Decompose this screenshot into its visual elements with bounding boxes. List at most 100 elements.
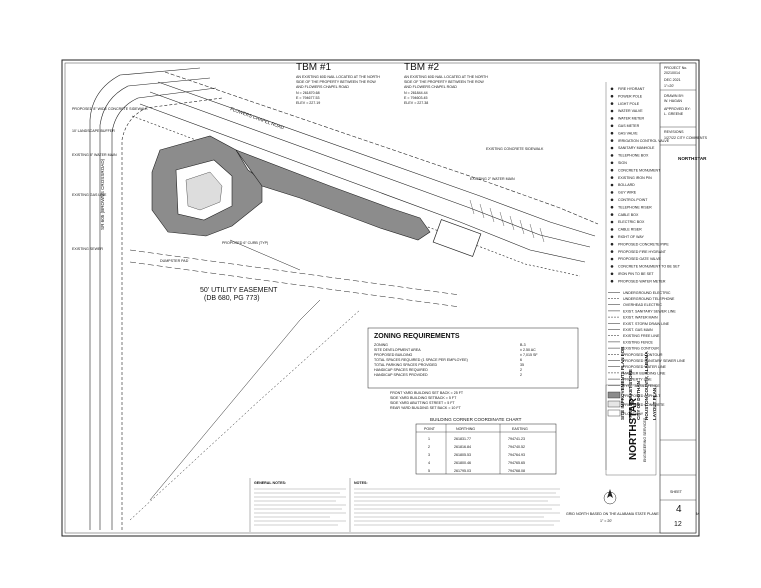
legend-symbol-icon xyxy=(610,87,614,91)
legend-symbol-icon xyxy=(610,139,614,142)
legend-symbol-icon xyxy=(610,250,614,253)
svg-text:261816.84: 261816.84 xyxy=(454,445,471,449)
legend-symbol-icon xyxy=(610,265,614,268)
tbm2-desc2: SIDE OF THE PROPERTY BETWEEN THE ROW xyxy=(404,80,484,84)
legend-item-label: ELECTRIC BOX xyxy=(618,220,645,224)
svg-text:DRAWN BY:: DRAWN BY: xyxy=(664,94,684,98)
legend-item-label: GAS VALVE xyxy=(618,131,638,135)
legend-item-label: CABLE RISER xyxy=(618,228,642,232)
legend-item-label: POWER POLE xyxy=(618,94,643,98)
grid-north-text: GRID NORTH BASED ON THE ALABAMA STATE PL… xyxy=(566,512,699,516)
tbm1-title: TBM #1 xyxy=(296,62,331,73)
legend-item-label: CABLE BOX xyxy=(618,213,639,217)
legend-symbol-icon xyxy=(610,228,614,231)
svg-text:REAR YARD BUILDING SET BACK =: REAR YARD BUILDING SET BACK = 10 FT xyxy=(390,406,462,410)
tbm1-n: N = 261870.68 xyxy=(296,91,320,95)
legend-symbol-icon xyxy=(610,176,614,179)
tbm1-elev: ELEV = 227.19 xyxy=(296,101,320,105)
svg-text:261795.03: 261795.03 xyxy=(454,469,471,473)
firm-name: NORTHSTAR xyxy=(678,156,707,161)
callout-0: PROPOSED 8" WIDE CONCRETE SIDEWALK xyxy=(72,107,148,111)
svg-text:SIDE YARD BUILDING SETBACK = 5: SIDE YARD BUILDING SETBACK = 5 FT xyxy=(390,396,457,400)
legend-line-label: EXIST. SANITARY SEWER LINE xyxy=(623,309,676,313)
legend-line-label: TYPE "A" SILT FENCE xyxy=(623,384,660,388)
legend-fill-swatch xyxy=(607,391,621,399)
svg-text:PROJECT No.: PROJECT No. xyxy=(664,66,687,70)
zoning-title: ZONING REQUIREMENTS xyxy=(374,333,460,340)
svg-text:NORTHING: NORTHING xyxy=(456,427,475,431)
legend-line-label: EXIST. STORM DRAIN LINE xyxy=(623,322,670,326)
svg-text:794740.52: 794740.52 xyxy=(508,445,525,449)
sheet-border xyxy=(61,59,700,537)
svg-text:261805.53: 261805.53 xyxy=(454,453,471,457)
svg-text:2: 2 xyxy=(428,445,430,449)
callout-7: EXISTING CONCRETE SIDEWALK xyxy=(486,147,544,151)
svg-text:EASTING: EASTING xyxy=(512,427,528,431)
legend-line-label: PROPOSED CONTOUR xyxy=(623,353,663,357)
svg-text:TOTAL PARKING SPACES PROVIDED: TOTAL PARKING SPACES PROVIDED xyxy=(374,363,438,367)
tbm1-e: E = 794677.53 xyxy=(296,96,319,100)
callout-4: DUMPSTER PAD xyxy=(160,259,189,263)
legend-symbol-icon xyxy=(610,198,614,202)
legend-symbol-icon xyxy=(610,161,614,165)
svg-text:2: 2 xyxy=(520,368,522,372)
legend-line-label: UNDERGROUND ELECTRIC xyxy=(623,291,671,295)
legend-symbol-icon xyxy=(610,191,614,194)
svg-text:CITY OF DOTHAN: CITY OF DOTHAN xyxy=(636,380,641,420)
legend-item-label: PROPOSED FIRE HYDRANT xyxy=(618,250,667,254)
legend-line-label: PROPOSED WATER LINE xyxy=(623,365,667,369)
svg-text:POINT: POINT xyxy=(424,427,436,431)
legend-item-label: CONCRETE MONUMENT TO BE SET xyxy=(618,265,681,269)
corner-chart: BUILDING CORNER COORDINATE CHART POINT N… xyxy=(415,417,557,475)
legend-line-label: EXIST. WATER MAIN xyxy=(623,316,658,320)
legend-item-label: RIGHT OF WAY xyxy=(618,235,644,239)
legend-item-label: PROPOSED CONCRETE PIPE xyxy=(618,242,669,246)
tbm2-desc3: AND FLOWERS CHAPEL ROAD xyxy=(404,85,457,89)
property-lines xyxy=(129,239,461,521)
svg-text:SITE IMPROVEMENTS PLAN FOR: SITE IMPROVEMENTS PLAN FOR xyxy=(620,346,625,420)
legend-symbol-icon xyxy=(610,220,614,224)
svg-text:B-3: B-3 xyxy=(520,343,526,347)
legend-item-label: TELEPHONE BOX xyxy=(618,154,649,158)
legend-symbol-icon xyxy=(610,102,614,105)
proposed-building xyxy=(432,219,482,257)
sheet-number: 4 xyxy=(676,504,682,515)
sheet-of: 12 xyxy=(674,521,682,528)
svg-text:20210014: 20210014 xyxy=(664,71,680,75)
svg-text:SHEET: SHEET xyxy=(670,490,683,494)
svg-text:4: 4 xyxy=(428,461,430,465)
legend-fill-label: PROPOSED ASPHALT xyxy=(623,394,661,398)
svg-text:5: 5 xyxy=(428,469,430,473)
flowers-chapel-road xyxy=(131,71,599,277)
left-road-label: SR 605 (BROWNS CROSSROAD) xyxy=(100,158,105,230)
legend-fill-swatch xyxy=(607,409,621,417)
svg-text:ZONING: ZONING xyxy=(374,343,388,347)
svg-text:261831.77: 261831.77 xyxy=(454,437,471,441)
svg-text:794765.65: 794765.65 xyxy=(508,461,525,465)
svg-text:794741.23: 794741.23 xyxy=(508,437,525,441)
legend-symbol-icon xyxy=(610,146,614,150)
tbm1-desc3: AND FLOWERS CHAPEL ROAD xyxy=(296,85,349,89)
svg-text:(DB 680, PG 773): (DB 680, PG 773) xyxy=(204,295,260,302)
legend-symbol-icon xyxy=(610,183,614,187)
legend-symbol-icon xyxy=(610,168,614,172)
svg-text:FRONT YARD BUILDING SET BACK =: FRONT YARD BUILDING SET BACK = 25 FT xyxy=(390,391,464,395)
tbm2-block: TBM #2 AN EXISTING 60D NAIL LOCATED AT T… xyxy=(404,62,488,105)
legend-line-label: EXISTING FENCE xyxy=(623,340,654,344)
tbm2-e: E = 794603.45 xyxy=(404,96,427,100)
svg-text:6: 6 xyxy=(520,358,522,362)
callout-8: EXISTING 2" WATER MAIN xyxy=(470,177,515,181)
legend-symbol-icon xyxy=(610,154,614,157)
legend-fill-label: PROPOSED CONCRETE xyxy=(623,403,665,407)
svg-text:HANDICAP SPACES REQUIRED: HANDICAP SPACES REQUIRED xyxy=(374,368,428,372)
legend-item-label: IRRIGATION CONTROL VALVE xyxy=(618,139,670,143)
legend-symbol-icon xyxy=(610,235,614,239)
svg-text:1/27/22 CITY COMMENTS: 1/27/22 CITY COMMENTS xyxy=(664,136,708,140)
svg-text:3: 3 xyxy=(428,453,430,457)
callouts: PROPOSED 8" WIDE CONCRETE SIDEWALK 10' L… xyxy=(72,107,544,263)
svg-text:ENGINEERING SERVICES: ENGINEERING SERVICES xyxy=(643,417,647,462)
legend-line-label: EXISTING FREE LINE xyxy=(623,334,660,338)
legend-item-label: GUY WIRE xyxy=(618,191,637,195)
legend-symbol-icon xyxy=(610,257,614,261)
